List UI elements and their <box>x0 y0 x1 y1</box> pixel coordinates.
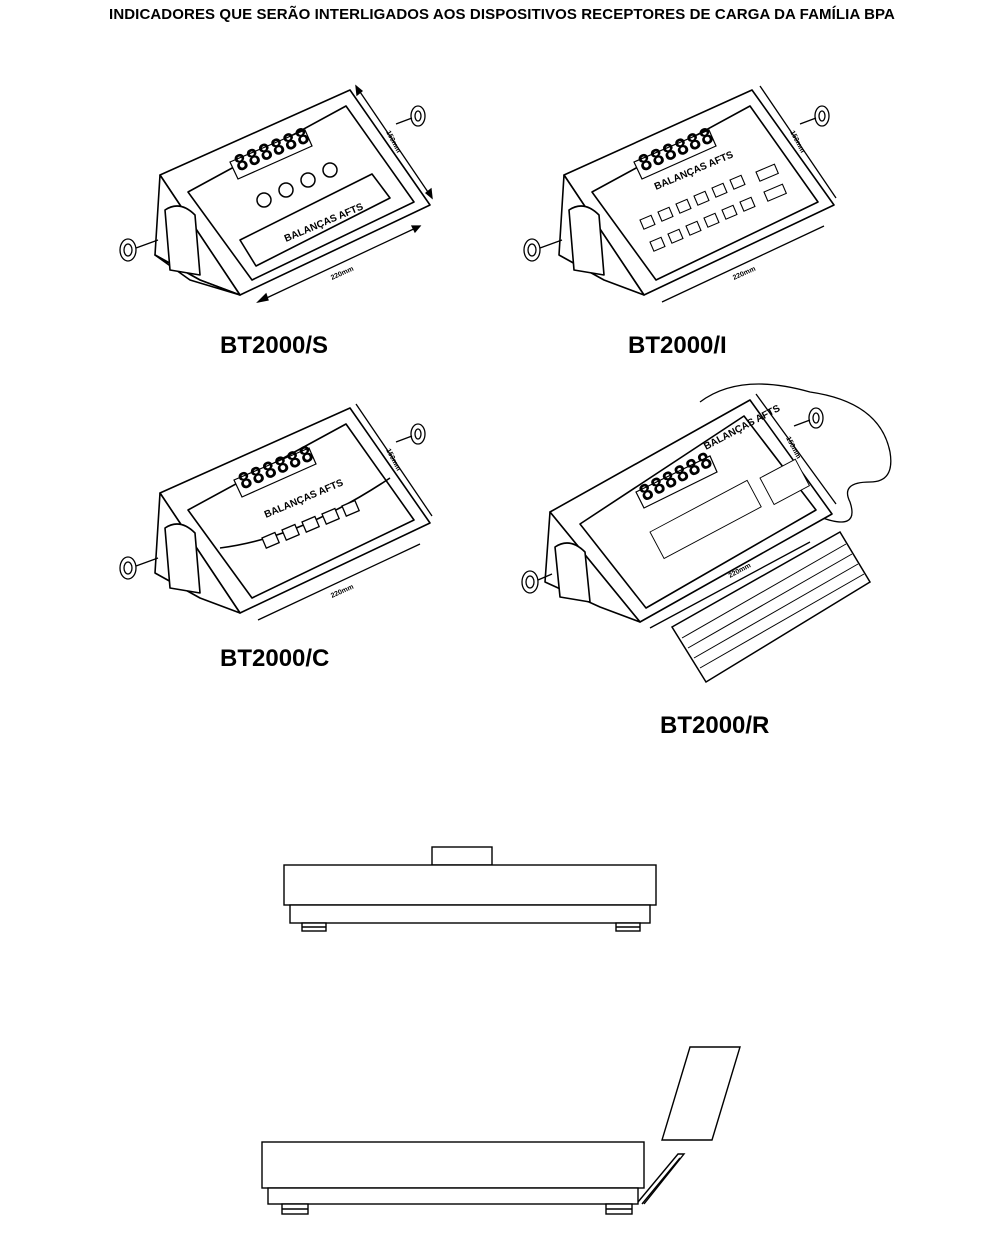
width-dimension: 220mm <box>330 266 355 282</box>
scale-platform-with-display-icon <box>261 1046 741 1215</box>
thumb-screw-icon <box>521 407 824 594</box>
keyboard-icon <box>670 530 872 684</box>
thumb-screw-icon <box>523 105 830 262</box>
model-label-bt2000c: BT2000/C <box>220 645 330 672</box>
thumb-screw-icon <box>119 423 426 580</box>
svg-text:220mm: 220mm <box>330 584 355 600</box>
keypad-icon <box>639 163 788 252</box>
scale-platform-icon <box>283 846 657 932</box>
indicator-bt2000i-drawing: 888888 BALANÇAS AFTS 220mm 150mm <box>523 85 837 303</box>
indicator-bt2000c-drawing: 888888 BALANÇAS AFTS 220mm 150mm <box>119 403 433 621</box>
indicator-bt2000r-drawing: 888888 BALANÇAS AFTS 220mm 150mm <box>521 383 892 684</box>
model-label-bt2000s: BT2000/S <box>220 332 329 359</box>
model-label-bt2000i: BT2000/I <box>628 332 727 359</box>
thumb-screw-icon <box>119 105 426 262</box>
model-label-bt2000r: BT2000/R <box>660 712 770 739</box>
page-title: INDICADORES QUE SERÃO INTERLIGADOS AOS D… <box>109 6 895 23</box>
indicator-bt2000s-drawing: 888888 BALANÇAS AFTS 220mm 150mm <box>119 84 433 304</box>
